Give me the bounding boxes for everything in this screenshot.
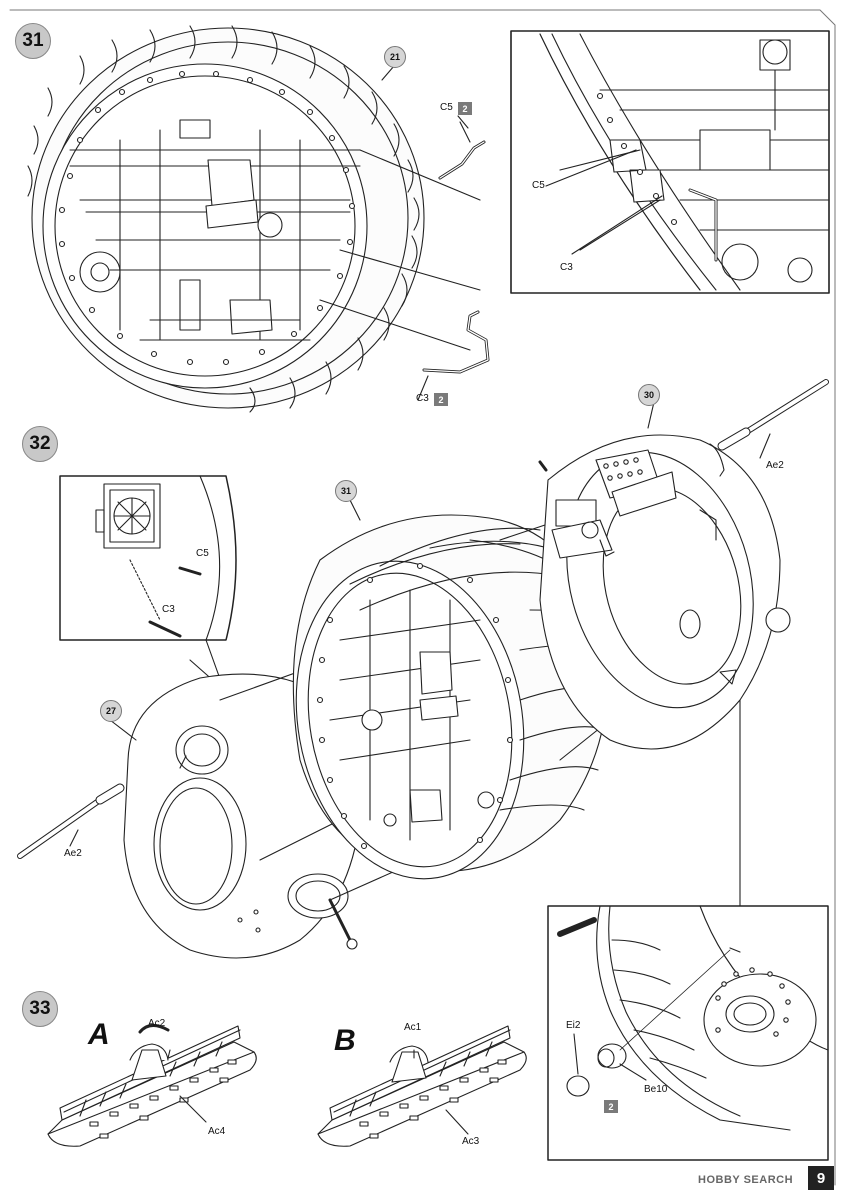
variant-b-letter: B xyxy=(334,1024,356,1057)
s32-inset-label-c3: C3 xyxy=(162,604,175,615)
step-33-badge: 33 xyxy=(22,991,58,1027)
ski-a-label-bottom: Ac4 xyxy=(208,1126,226,1137)
s31-qty-c5: 2 xyxy=(458,102,472,115)
page-number: 9 xyxy=(808,1166,834,1190)
ref-31-badge: 31 xyxy=(335,480,357,502)
step32-wheel xyxy=(292,514,609,880)
ski-b-label-top: Ac1 xyxy=(404,1022,422,1033)
ref-30-badge: 30 xyxy=(638,384,660,406)
step-31-badge: 31 xyxy=(15,23,51,59)
variant-a-letter: A xyxy=(88,1018,110,1051)
s31-label-c5: C5 xyxy=(440,102,453,113)
shell-30 xyxy=(539,434,791,750)
s32-label-ae2-right: Ae2 xyxy=(766,460,784,471)
s31-inset-label-c5: C5 xyxy=(532,180,545,191)
s32-inset-label-ei2: Ei2 xyxy=(566,1020,581,1031)
s32-inset-label-c5: C5 xyxy=(196,548,209,559)
ski-b-label-bottom: Ac3 xyxy=(462,1136,480,1147)
s31-inset-label-c3: C3 xyxy=(560,262,573,273)
s32-inset-qty: 2 xyxy=(604,1100,618,1113)
watermark: HOBBY SEARCH xyxy=(698,1174,794,1186)
step31-wheel xyxy=(27,25,481,413)
s31-label-c3: C3 xyxy=(416,393,429,404)
s31-qty-c3: 2 xyxy=(434,393,448,406)
s32-label-ae2-left: Ae2 xyxy=(64,848,82,859)
ski-a-drawing xyxy=(47,1024,257,1147)
ski-b-drawing xyxy=(317,1025,527,1147)
ski-a-label-top: Ac2 xyxy=(148,1018,166,1029)
s32-inset-label-be10: Be10 xyxy=(644,1084,668,1095)
step-32-badge: 32 xyxy=(22,426,58,462)
ref-27-badge: 27 xyxy=(100,700,122,722)
ref-21-badge: 21 xyxy=(384,46,406,68)
